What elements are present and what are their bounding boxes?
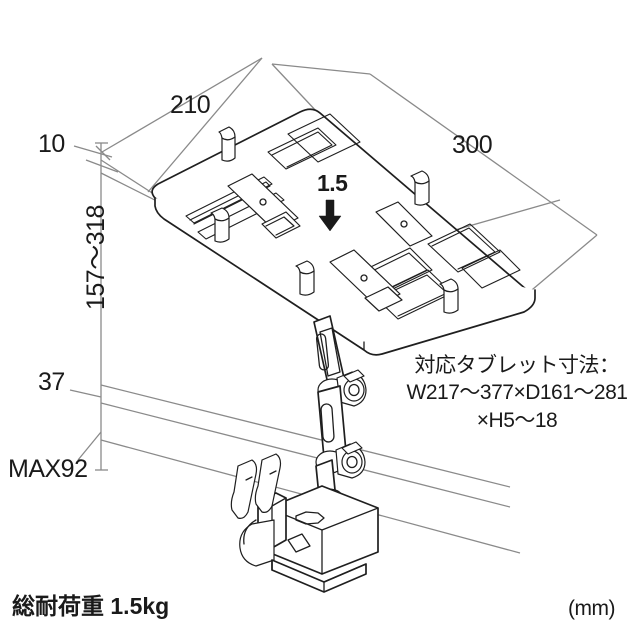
dimension-label-tablet-thickness: 1.5: [317, 170, 348, 196]
tray-clip-left: [210, 207, 230, 243]
tray-support-bar-upper: [227, 173, 301, 239]
desk-clamp: [230, 453, 379, 593]
callout-line-3: ×H5〜18: [476, 408, 558, 432]
tray-slots-upper-right: [287, 113, 361, 163]
callout-line-1: 対応タブレット寸法：: [414, 354, 621, 377]
dimension-label-37: 37: [38, 368, 65, 396]
dimension-label-300: 300: [452, 131, 493, 159]
tray-clip-lower-right: [439, 278, 459, 314]
thickness-arrow-down: [318, 199, 342, 232]
dimension-label-max92: MAX92: [8, 455, 88, 483]
tray-clip-right: [410, 170, 430, 206]
tray-slots-right-edge: [461, 249, 521, 289]
tray-slots-lower-right: [427, 223, 501, 273]
dimension-label-height-range: 157〜318: [82, 205, 110, 310]
tray-slots-upper-center: [267, 127, 337, 170]
tray-clip-center-lower: [295, 260, 315, 296]
tablet-tray: [151, 108, 536, 356]
tablet-size-callout: 対応タブレット寸法： W217〜377×D161〜281 ×H5〜18: [398, 352, 636, 434]
total-load-capacity-label: 総耐荷重 1.5kg: [12, 593, 170, 619]
clamp-levers: [230, 453, 282, 519]
dimension-label-210: 210: [170, 91, 211, 119]
dimension-label-10: 10: [38, 130, 65, 158]
callout-line-2: W217〜377×D161〜281: [406, 381, 628, 405]
tray-support-bar-right: [375, 201, 433, 247]
tray-support-bar-lower: [329, 249, 403, 312]
tray-clip-upper-left: [218, 126, 236, 162]
unit-label: (mm): [568, 597, 615, 620]
